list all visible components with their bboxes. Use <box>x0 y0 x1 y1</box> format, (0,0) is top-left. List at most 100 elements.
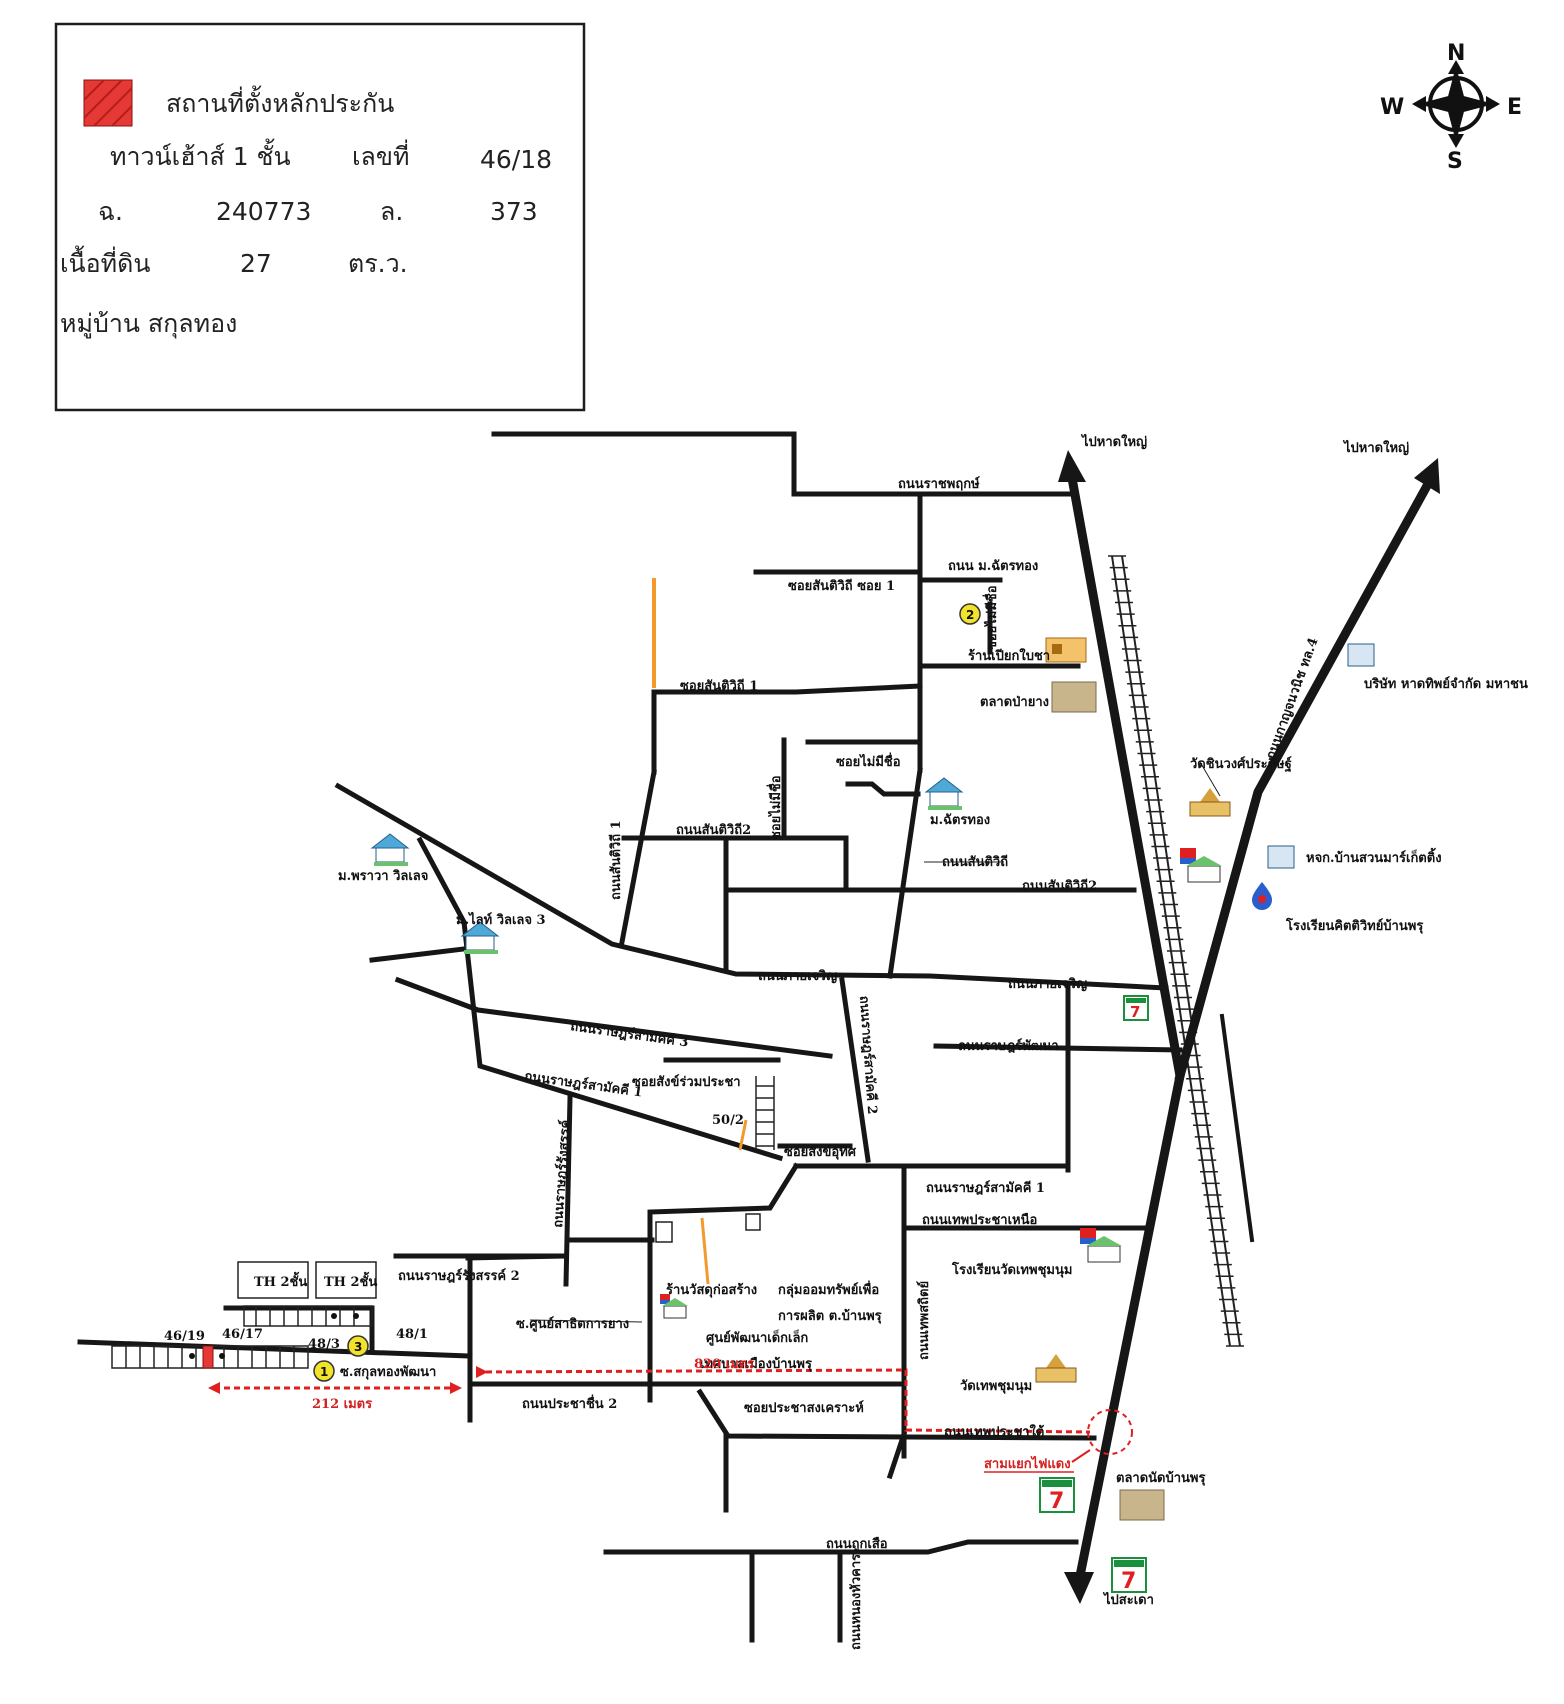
side-road-east <box>1219 1013 1255 1243</box>
company-icon <box>1347 643 1375 667</box>
seven-eleven-icon: 7 <box>1123 995 1149 1021</box>
svg-text:7: 7 <box>1130 1003 1140 1021</box>
label-rd-rasadsamakkhi3: ถนนราษฎร์สามัคคี 3 <box>569 1018 689 1050</box>
legend-property-type: ทาวน์เฮ้าส์ 1 ชั้น <box>110 138 291 171</box>
label-soi-maimichue-vertical: ซอยไม่มีชื่อ <box>982 585 1000 650</box>
label-soi-prachasongkhro: ซอยประชาสงเคราะห์ <box>744 1400 864 1416</box>
house-icon <box>924 777 964 810</box>
legend-title: สถานที่ตั้งหลักประกัน <box>166 85 394 118</box>
temple-icon <box>1189 788 1231 817</box>
label-addr-50-2: 50/2 <box>712 1113 744 1128</box>
label-soi-sangruam: ซอยสังข์ร่วมประชา <box>632 1074 741 1090</box>
label-to-hatyai-1: ไปหาดใหญ่ <box>1080 433 1147 450</box>
label-rd-rasadsamakkhi1b: ถนนราษฎร์สามัคคี 1 <box>926 1180 1045 1196</box>
marker-3-text: 3 <box>354 1340 362 1354</box>
label-soi-sakulthong: ซ.สกุลทองพัฒนา <box>340 1365 436 1380</box>
label-market-banphru: ตลาดนัดบ้านพรุ <box>1116 1470 1205 1486</box>
label-hq-banmet: หจก.บ้านสวนมาร์เก็ตติ้ง <box>1306 847 1442 866</box>
label-group-saving: กลุ่มออมทรัพย์เพื่อ <box>778 1280 879 1298</box>
soi-ladder <box>755 1076 775 1150</box>
compass-e: E <box>1507 95 1522 120</box>
label-dist-820: 820 เมตร <box>694 1357 754 1372</box>
road-network <box>77 431 1183 1643</box>
label-rd-kukesuea: ถนนถูกเสือ <box>826 1536 888 1552</box>
legend-land-value: 373 <box>490 197 538 226</box>
label-soi-santiwithi-1a: ซอยสันติวิถี ซอย 1 <box>788 578 895 594</box>
legend-swatch <box>83 79 133 127</box>
label-school-watthep: โรงเรียนวัดเทพชุมนุม <box>951 1261 1072 1278</box>
compass-w: W <box>1380 95 1404 120</box>
seven-eleven-icon: 7 <box>1111 1557 1147 1594</box>
label-group-saving-2: การผลิต ต.บ้านพรุ <box>778 1308 882 1324</box>
seven-eleven-icon: 7 <box>1039 1477 1075 1514</box>
small-building-icon <box>655 1213 761 1243</box>
label-m-chattong: ม.ฉัตรทอง <box>930 813 990 828</box>
svg-text:7: 7 <box>1049 1489 1064 1514</box>
legend-deed-value: 240773 <box>216 197 311 226</box>
label-soi-maimichue-horizontal: ซอยไม่มีชื่อ <box>836 752 901 770</box>
highway-kanchanawanit <box>1174 458 1440 1082</box>
school-icon <box>660 1294 688 1319</box>
label-rd-ratchaphruek: ถนนราชพฤกษ์ <box>898 476 980 492</box>
label-rd-thepprachanuea: ถนนเทพประชาเหนือ <box>922 1212 1037 1228</box>
label-rd-santiwithi-2b: ถนนสันติวิถี2 <box>1022 878 1097 894</box>
label-soi-santiwithi-1b: ซอยสันติวิถี 1 <box>680 678 758 694</box>
school-icon <box>1080 1228 1122 1263</box>
label-addr-48-3: 48/3 <box>308 1337 340 1352</box>
label-wat-thepchumnum: วัดเทพชุมนุม <box>960 1379 1032 1394</box>
label-junction-redlight: สามแยกไฟแดง <box>984 1455 1071 1472</box>
route-arrow-212-right <box>450 1382 462 1394</box>
label-childcare: ศูนย์พัฒนาเด็กเล็ก <box>706 1328 808 1346</box>
label-wat-chinawong: วัดชินวงศ์ประดิษฐ์ <box>1190 756 1292 773</box>
svg-text:7: 7 <box>1121 1569 1136 1594</box>
label-rd-thepprachatai: ถนนเทพประชาใต้ <box>944 1423 1044 1440</box>
legend-number-value: 46/18 <box>480 145 552 174</box>
compass-n: N <box>1447 41 1465 66</box>
marker-2-text: 2 <box>966 608 974 622</box>
label-soi-maimichue-vertical-2: ซอยไม่มีชื่อ <box>766 775 784 840</box>
label-market-pabang: ตลาดป่ายาง <box>980 695 1049 710</box>
marker-1: 1 <box>313 1360 335 1382</box>
marker-2: 2 <box>959 603 981 625</box>
market-icon <box>1051 681 1097 713</box>
label-addr-46-17: 46/17 <box>222 1327 263 1342</box>
label-rd-phayacharoen-a: ถนนภายเจริญ <box>758 969 837 984</box>
compass-icon: N S E W <box>1380 41 1522 174</box>
legend-area-label: เนื้อที่ดิน <box>60 245 150 278</box>
legend-land-label: ล. <box>380 197 403 226</box>
temple-icon <box>1035 1354 1077 1383</box>
label-school-kittiwit: โรงเรียนคิตติวิทย์บ้านพรุ <box>1285 917 1423 934</box>
label-rd-santiwithi: ถนนสันติวิถี <box>942 854 1008 870</box>
label-rd-rasadrangsan2: ถนนราษฎร์รังสรรค์ 2 <box>398 1268 520 1284</box>
house-icon <box>460 921 500 954</box>
marker-1-text: 1 <box>320 1365 328 1379</box>
ptt-icon <box>1252 882 1272 910</box>
junction-pointer <box>1071 1449 1091 1463</box>
label-rd-phayacharoen-b: ถนนภายเจริญ <box>1008 977 1087 992</box>
legend-village: หมู่บ้าน สกุลทอง <box>60 309 237 339</box>
label-addr-46-19: 46/19 <box>164 1329 205 1344</box>
label-to-hatyai-2: ไปหาดใหญ่ <box>1342 439 1409 456</box>
pointer-arrow <box>529 761 1221 1323</box>
junction-circle <box>1087 1409 1133 1455</box>
compass-s: S <box>1447 149 1463 174</box>
label-rd-rasadrangsan: ถนนราษฎร์รังสรรค์ <box>550 1119 574 1228</box>
label-rd-nonghuakan: ถนนหนองหัวคาร <box>849 1554 864 1650</box>
label-rd-santiwithi-vertical: ถนนสันติวิถี 1 <box>608 820 624 900</box>
label-dist-212: 212 เมตร <box>312 1397 372 1412</box>
orange-road-50-2 <box>738 1119 748 1151</box>
label-th2-b: TH 2ชั้น <box>324 1271 377 1290</box>
label-to-sadao: ไปสะเดา <box>1102 1591 1154 1608</box>
legend-area-unit: ตร.ว. <box>348 249 408 278</box>
legend-box: สถานที่ตั้งหลักประกัน ทาวน์เฮ้าส์ 1 ชั้น… <box>54 22 586 412</box>
property-marker <box>202 1345 214 1369</box>
label-th2-a: TH 2ชั้น <box>254 1271 307 1290</box>
label-company-hatthip: บริษัท หาดทิพย์จำกัด มหาชน <box>1364 676 1528 692</box>
label-rd-thepsathit: ถนนเทพสถิตย์ <box>916 1281 932 1360</box>
map-labels: ไปหาดใหญ่ ไปหาดใหญ่ ไปสะเดา ถนนราชพฤกษ์ … <box>164 433 1528 1650</box>
label-rd-prachachuen2: ถนนประชาชื่น 2 <box>522 1394 617 1412</box>
label-rd-rasadphatthana: ถนนราษฎร์พัฒนา <box>958 1038 1059 1054</box>
label-soi-soonsathit: ซ.ศูนย์สาธิตการยาง <box>516 1316 629 1332</box>
label-m-lightvillage: ม.ไลท์ วิลเลจ 3 <box>456 911 546 928</box>
